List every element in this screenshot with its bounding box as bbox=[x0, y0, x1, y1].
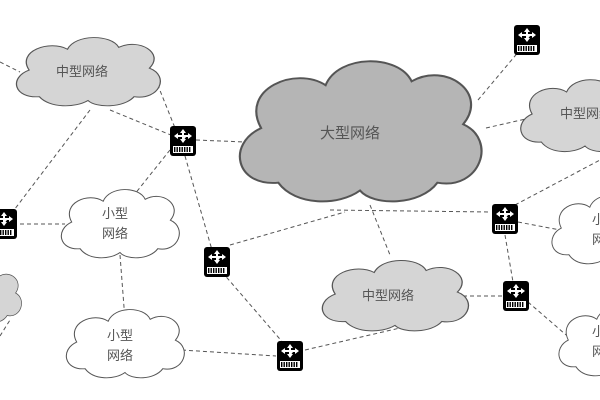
link-router-right-to-small-right-1 bbox=[517, 221, 561, 231]
link-large-to-router-right bbox=[329, 209, 491, 213]
medium-network-cloud-right: 中型网络 bbox=[520, 79, 600, 153]
router-icon bbox=[514, 25, 540, 55]
medium-network-label-center: 中型网络 bbox=[362, 288, 414, 304]
link-large-to-medium-right bbox=[485, 117, 531, 129]
link-router-center-to-router-mid bbox=[184, 155, 213, 251]
small-network-cloud-bottom: 小型 网络 bbox=[65, 309, 185, 379]
link-router-right-to-medium-right bbox=[514, 159, 600, 206]
small-network-label-right2-2: 网 bbox=[592, 345, 600, 360]
cloud-left-edge-shape bbox=[0, 268, 22, 324]
small-network-label-bottom-1: 小型 bbox=[107, 329, 133, 344]
link-router-center-to-large bbox=[195, 139, 246, 143]
small-network-cloud-middle: 小型 网络 bbox=[60, 189, 180, 259]
link-small-bottom-left-edge bbox=[0, 319, 11, 337]
medium-network-label-right: 中型网络 bbox=[560, 106, 600, 122]
small-cloud-mid-shape bbox=[60, 189, 180, 259]
router-icon bbox=[0, 209, 17, 239]
small-cloud-right1-shape bbox=[551, 195, 600, 265]
large-network-label: 大型网络 bbox=[320, 124, 380, 142]
small-network-label-right1-2: 网 bbox=[592, 233, 600, 248]
small-network-label-bottom-2: 网络 bbox=[107, 348, 133, 364]
medium-network-cloud-center: 中型网络 bbox=[321, 259, 470, 332]
small-network-cloud-right-1: 小 网 bbox=[551, 195, 600, 265]
link-router-mid-to-large bbox=[229, 211, 346, 246]
small-network-cloud-right-2: 小 网 bbox=[558, 307, 600, 377]
link-medium-tl-to-router-left bbox=[7, 109, 91, 219]
small-network-label-mid-1: 小型 bbox=[102, 207, 128, 222]
link-left-to-medium-tl bbox=[0, 61, 21, 73]
link-large-to-router-top-right bbox=[477, 49, 521, 101]
router-icon bbox=[277, 341, 303, 371]
small-network-label-mid-2: 网络 bbox=[102, 226, 128, 242]
link-router-mid-to-router-bottom bbox=[221, 271, 286, 346]
link-router-bottom-to-medium-center bbox=[304, 327, 401, 351]
router-icon bbox=[503, 281, 529, 311]
link-large-to-medium-center bbox=[369, 204, 391, 256]
router-icon bbox=[170, 126, 196, 156]
small-network-label-right1-1: 小 bbox=[592, 213, 600, 228]
small-cloud-right2-shape bbox=[558, 307, 600, 377]
router-icon bbox=[492, 204, 518, 234]
large-network-cloud: 大型网络 bbox=[238, 60, 483, 203]
small-network-label-right2-1: 小 bbox=[592, 325, 600, 340]
medium-network-cloud-top-left: 中型网络 bbox=[15, 36, 161, 107]
link-router-right-to-router-right-low bbox=[504, 234, 514, 283]
link-small-mid-to-small-bottom bbox=[119, 254, 126, 321]
cloud-left-edge-bottom bbox=[0, 268, 22, 324]
link-router-center-to-small-mid bbox=[129, 149, 171, 201]
link-router-right-low-to-small-right-2 bbox=[527, 301, 573, 341]
medium-network-label-tl: 中型网络 bbox=[56, 64, 108, 80]
link-small-bottom-to-router-bottom bbox=[181, 349, 277, 357]
router-icon bbox=[204, 247, 230, 277]
